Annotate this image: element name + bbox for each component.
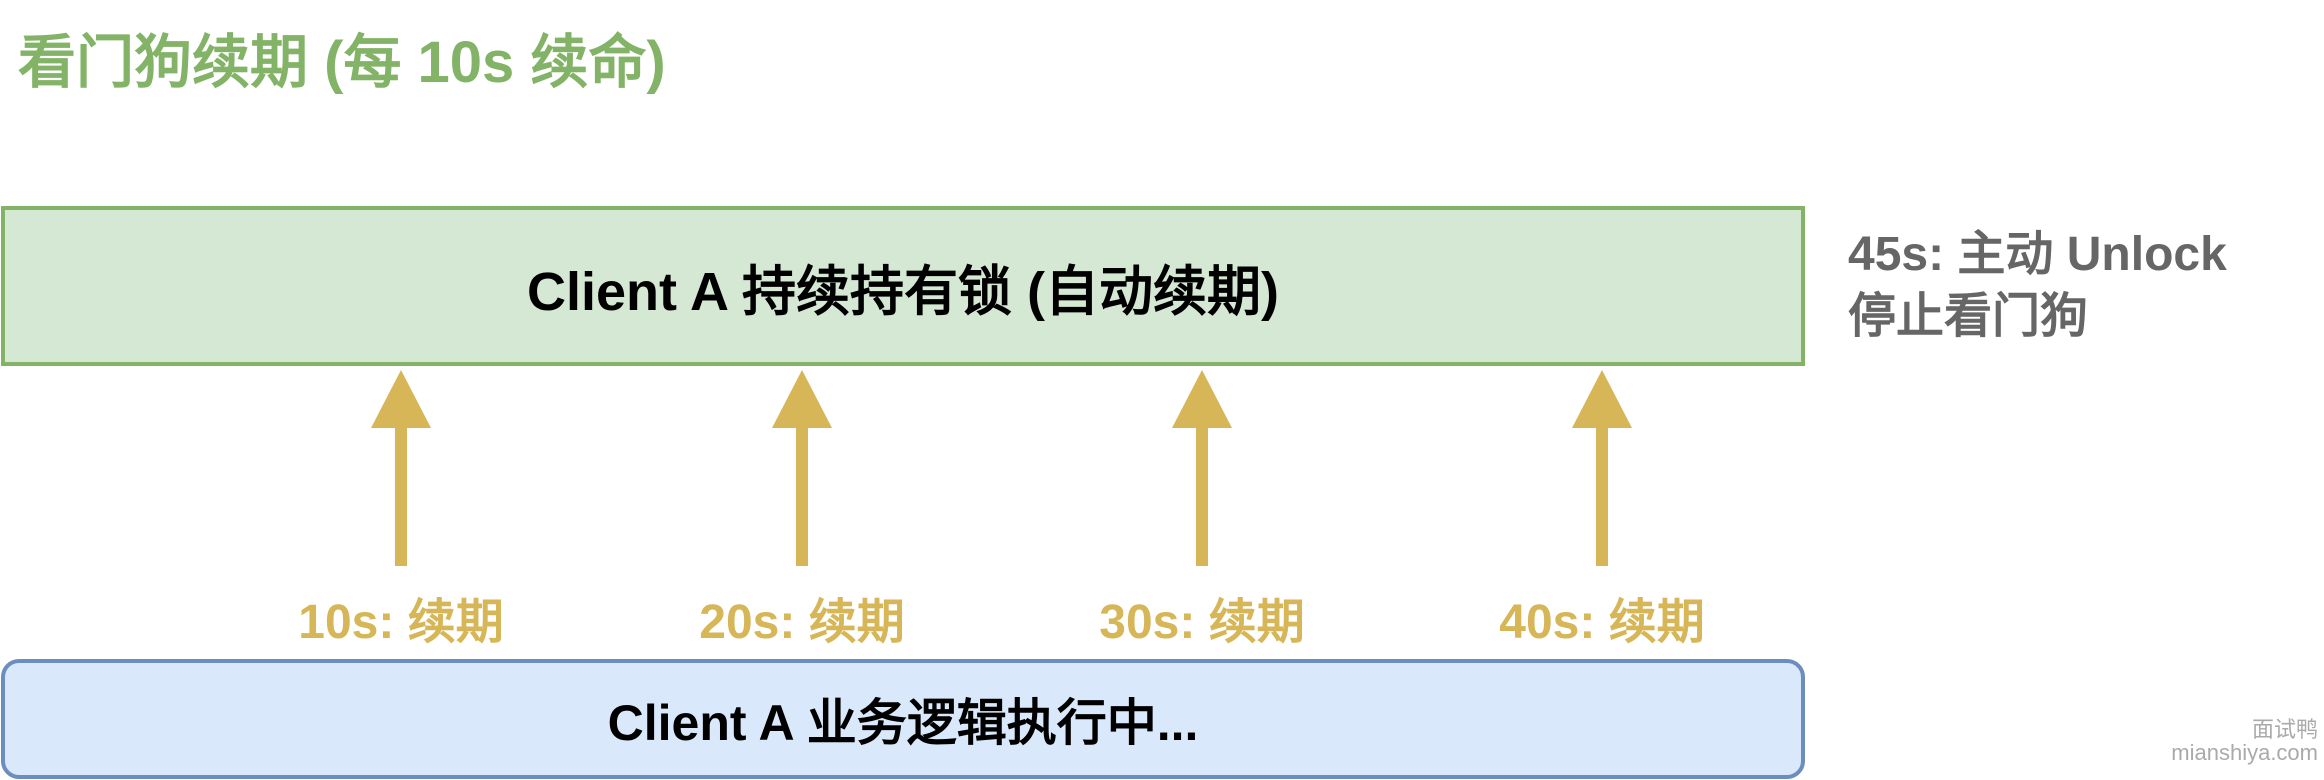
business-logic-label: Client A 业务逻辑执行中... xyxy=(607,695,1199,751)
renewal-label-4: 40s: 续期 xyxy=(1499,596,1705,649)
unlock-note: 45s: 主动 Unlock 停止看门狗 xyxy=(1848,224,2227,348)
watermark-url: mianshiya.com xyxy=(2171,740,2318,765)
lock-held-box: Client A 持续持有锁 (自动续期) xyxy=(1,206,1805,366)
lock-held-label: Client A 持续持有锁 (自动续期) xyxy=(527,261,1279,322)
renewal-arrow-3 xyxy=(1172,370,1232,566)
renewal-label-3: 30s: 续期 xyxy=(1099,596,1305,649)
business-logic-box: Client A 业务逻辑执行中... xyxy=(1,659,1805,779)
renewal-arrow-1 xyxy=(371,370,431,566)
diagram-title: 看门狗续期 (每 10s 续命) xyxy=(18,30,666,95)
watermark-logo-text: 面试鸭 xyxy=(2251,717,2318,742)
unlock-note-line1: 45s: 主动 Unlock xyxy=(1848,228,2227,281)
renewal-arrow-2 xyxy=(772,370,832,566)
unlock-note-line2: 停止看门狗 xyxy=(1848,290,2089,343)
renewal-label-2: 20s: 续期 xyxy=(699,596,905,649)
renewal-arrow-4 xyxy=(1572,370,1632,566)
renewal-label-1: 10s: 续期 xyxy=(298,596,504,649)
